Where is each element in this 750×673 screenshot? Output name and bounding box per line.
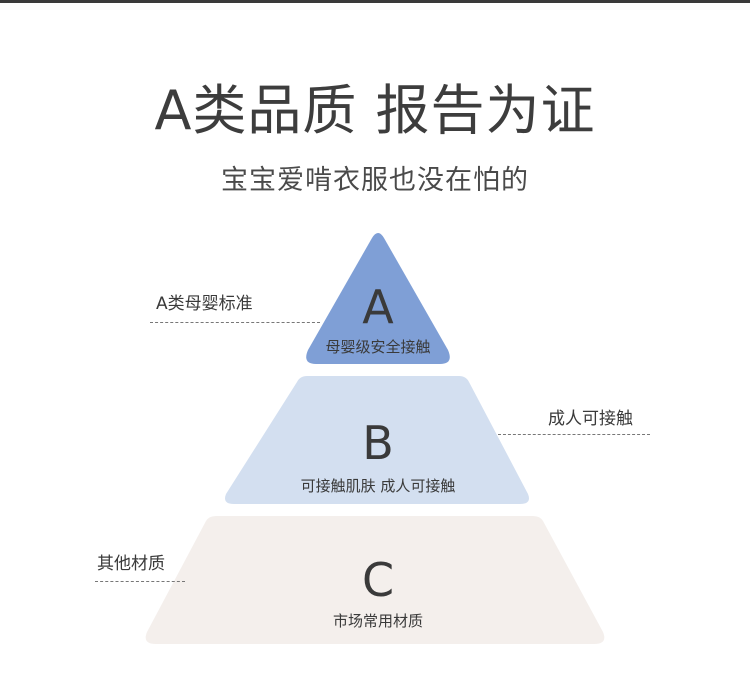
tier-a-side-label: A类母婴标准: [156, 294, 253, 314]
tier-a-shape: [306, 233, 450, 364]
tier-c-side-label: 其他材质: [97, 554, 165, 574]
page-title: A类品质 报告为证: [154, 79, 596, 142]
tier-b-letter: B: [362, 416, 394, 470]
tier-c-letter: C: [361, 553, 395, 607]
tier-b-side-label: 成人可接触: [548, 409, 633, 429]
page-subtitle: 宝宝爱啃衣服也没在怕的: [221, 165, 529, 196]
top-border: [0, 0, 750, 3]
tier-a-leader-line: [150, 322, 320, 323]
tier-b-description: 可接触肌肤 成人可接触: [300, 477, 456, 495]
tier-c-shape: [145, 516, 605, 644]
tier-a-description: 母婴级安全接触: [325, 338, 431, 356]
tier-b-shape: [225, 376, 529, 504]
tier-b-leader-line: [498, 434, 650, 435]
tier-c-leader-line: [95, 581, 185, 582]
tier-a-letter: A: [362, 280, 394, 334]
tier-c-description: 市场常用材质: [332, 612, 423, 630]
